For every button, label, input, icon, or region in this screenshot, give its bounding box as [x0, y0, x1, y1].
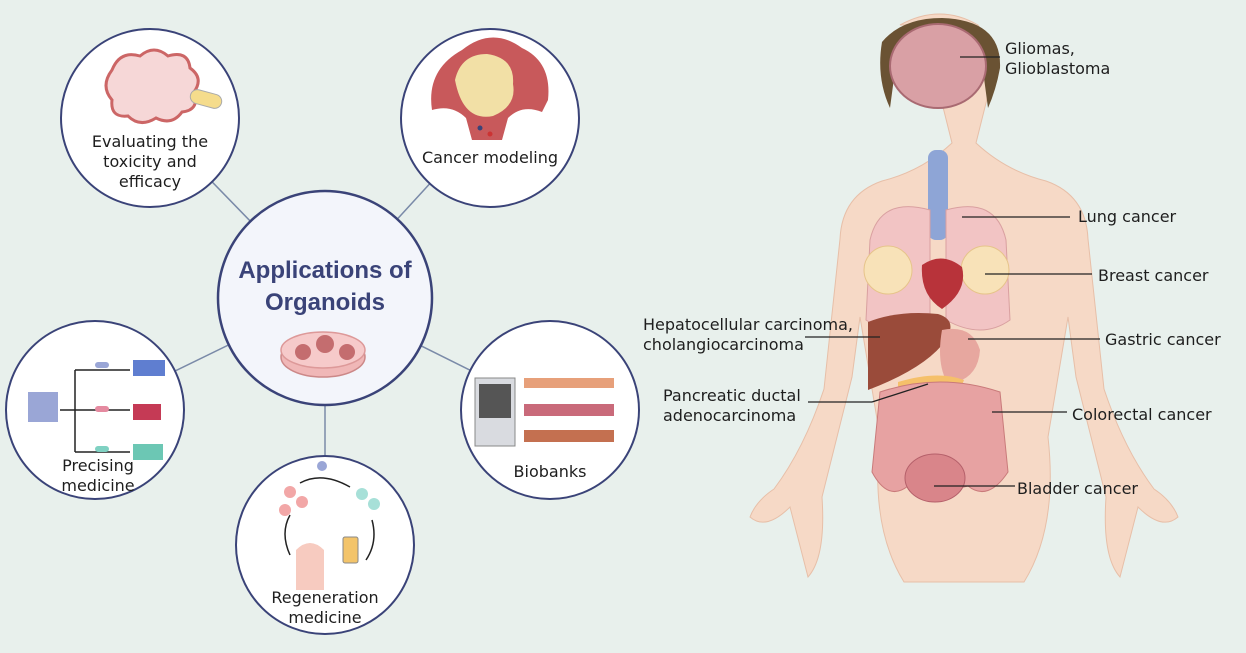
intestines-organ — [871, 381, 1009, 493]
breast-cancer-label: Breast cancer — [1098, 266, 1209, 285]
bladder-cancer-label: Bladder cancer — [1017, 479, 1139, 498]
bladder-organ — [904, 453, 966, 503]
biobanks-label: Biobanks — [513, 462, 587, 481]
center-title-line2: Organoids — [264, 289, 385, 316]
colorectal-cancer-label: Colorectal cancer — [1072, 405, 1212, 424]
regeneration-cycle-icon — [279, 461, 380, 590]
organoid-capsule-icon — [104, 48, 223, 124]
label-leader-lines — [805, 56, 1100, 487]
patient-groups-icon — [28, 360, 165, 460]
liver-organ — [868, 313, 951, 390]
heart-organ — [921, 258, 964, 309]
left-breast-organ — [863, 245, 913, 295]
cancer-modeling-label: Cancer modeling — [422, 148, 558, 167]
right-breast-organ — [960, 245, 1010, 295]
center-circle — [216, 189, 434, 407]
gliomas-label: Gliomas, Glioblastoma — [1005, 39, 1111, 78]
trachea-organ — [928, 150, 948, 240]
regeneration-medicine-label: Regeneration medicine — [271, 588, 379, 627]
gastric-cancer-label: Gastric cancer — [1105, 330, 1221, 349]
center-title: Applications of Organoids — [220, 255, 430, 319]
toxicity-label: Evaluating the toxicity and efficacy — [91, 132, 209, 191]
precision-medicine-label: Precising medicine — [61, 456, 135, 495]
brain-organ — [889, 23, 987, 109]
pancreatic-label: Pancreatic ductal adenocarcinoma — [663, 386, 801, 425]
petri-dish-icon — [280, 331, 366, 378]
freezer-organs-icon — [474, 377, 614, 447]
tumor-tissue-icon — [431, 37, 549, 141]
stomach-organ — [940, 328, 980, 384]
lung-cancer-label: Lung cancer — [1078, 207, 1177, 226]
human-body — [749, 13, 1179, 583]
hepatocellular-label: Hepatocellular carcinoma, cholangiocarci… — [643, 315, 853, 354]
center-title-line1: Applications of — [238, 257, 412, 284]
